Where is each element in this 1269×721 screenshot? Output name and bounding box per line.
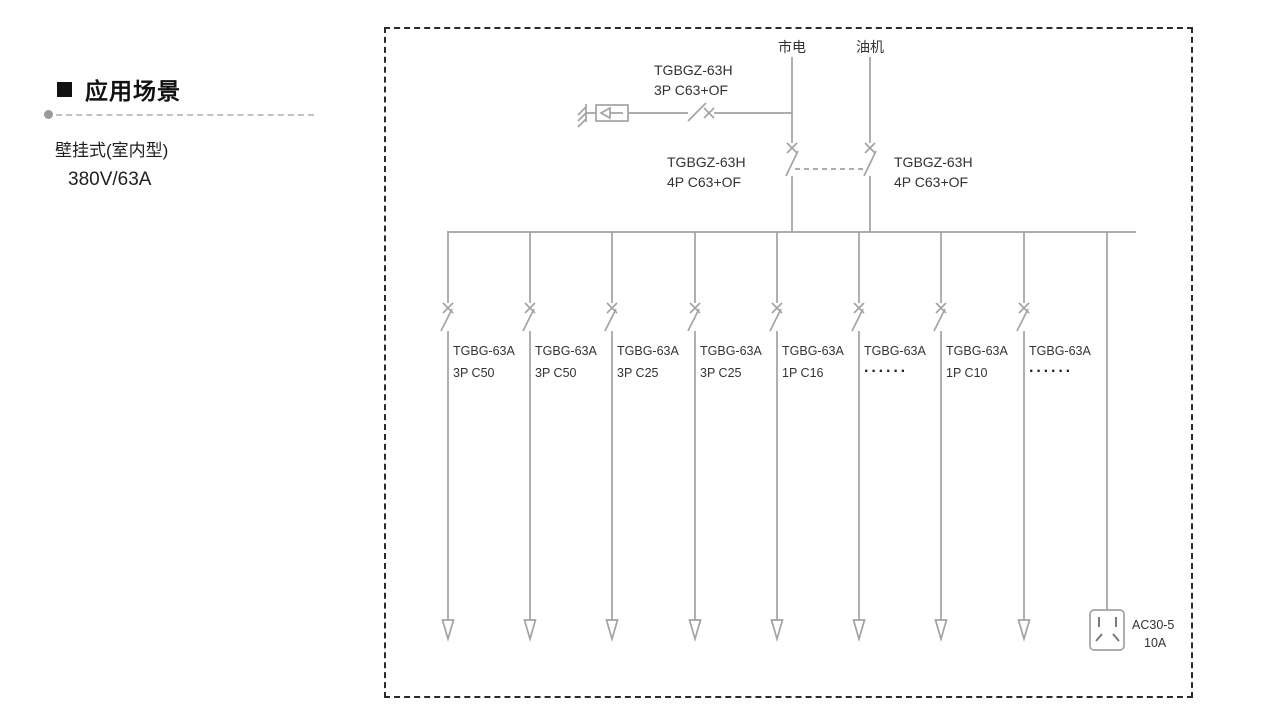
- feeder-line-3: [604, 231, 619, 640]
- divider-dot-icon: [44, 110, 53, 119]
- incomer-branch: [586, 102, 792, 122]
- feeder-label: TGBG-63A 3P C25: [617, 344, 679, 380]
- feeder-model: TGBG-63A: [617, 344, 679, 358]
- feeder-spec: 3P C50: [535, 366, 577, 380]
- feeder-model: TGBG-63A: [946, 344, 1008, 358]
- feeder-line-6: [851, 231, 866, 640]
- dashed-divider: [44, 110, 314, 119]
- section-title: 应用场景: [85, 78, 181, 104]
- feeder-model: TGBG-63A: [700, 344, 762, 358]
- title-square-bullet-icon: [57, 81, 72, 97]
- mains-breaker-icon: [785, 56, 799, 233]
- incomer-breaker-label: TGBGZ-63H 3P C63+OF: [654, 60, 733, 100]
- feeder-model: TGBG-63A: [864, 344, 926, 358]
- feeder-label: TGBG-63A 3P C25: [700, 344, 762, 380]
- incomer-model: TGBGZ-63H: [654, 62, 733, 78]
- incomer-spec: 3P C63+OF: [654, 82, 729, 98]
- feeder-spec: 3P C50: [453, 366, 495, 380]
- section-header: 应用场景: [57, 72, 181, 106]
- feeder-line-7: [933, 231, 948, 640]
- socket-slots-icon: [1095, 617, 1120, 642]
- feeder-line-1: [440, 231, 455, 640]
- mount-type-label: 壁挂式(室内型): [55, 141, 169, 160]
- feeder-spec: 1P C10: [946, 366, 988, 380]
- socket-branch: [1089, 232, 1125, 651]
- ats-right-model: TGBGZ-63H: [894, 154, 973, 170]
- feeder-spec-dots: ······: [1029, 363, 1073, 380]
- socket-model: AC30-5: [1132, 618, 1175, 632]
- ats-right-spec: 4P C63+OF: [894, 174, 969, 190]
- feeder-spec: 3P C25: [617, 366, 659, 380]
- feeder-spec-dots: ······: [864, 363, 908, 380]
- incomer-breaker-x-icon: [703, 107, 715, 119]
- feeder-label: TGBG-63A 1P C10: [946, 344, 1008, 380]
- feeder-label: TGBG-63A 1P C16: [782, 344, 844, 380]
- feeder-model: TGBG-63A: [535, 344, 597, 358]
- wiring: [440, 56, 1136, 651]
- voltage-rating-label: 380V/63A: [68, 169, 152, 190]
- surge-arrow-icon: [599, 106, 611, 120]
- generator-breaker-icon: [863, 56, 877, 233]
- feeder-label: TGBG-63A 3P C50: [535, 344, 597, 380]
- generator-source-label: 油机: [856, 39, 884, 55]
- feeder-model: TGBG-63A: [453, 344, 515, 358]
- feeder-label: TGBG-63A ······: [864, 344, 926, 381]
- diagram-dashed-frame: [384, 27, 1193, 698]
- feeder-line-4: [687, 231, 702, 640]
- mains-source-label: 市电: [778, 39, 806, 55]
- wall-socket-icon: [1089, 609, 1125, 651]
- ground-icon: [577, 104, 587, 128]
- ats-left-model: TGBGZ-63H: [667, 154, 746, 170]
- feeder-line-2: [522, 231, 537, 640]
- feeder-spec: 1P C16: [782, 366, 824, 380]
- ats-left-breaker-label: TGBGZ-63H 4P C63+OF: [667, 152, 746, 192]
- feeder-label: TGBG-63A ······: [1029, 344, 1091, 381]
- ats-left-spec: 4P C63+OF: [667, 174, 742, 190]
- feeder-line-8: [1016, 231, 1031, 640]
- feeder-spec: 3P C25: [700, 366, 742, 380]
- socket-spec: 10A: [1144, 636, 1167, 650]
- feeder-circuits: [440, 231, 1031, 640]
- feeder-model: TGBG-63A: [782, 344, 844, 358]
- socket-label: AC30-5 10A: [1132, 616, 1174, 652]
- feeder-model: TGBG-63A: [1029, 344, 1091, 358]
- feeder-line-5: [769, 231, 784, 640]
- feeder-label: TGBG-63A 3P C50: [453, 344, 515, 380]
- ats-right-breaker-label: TGBGZ-63H 4P C63+OF: [894, 152, 973, 192]
